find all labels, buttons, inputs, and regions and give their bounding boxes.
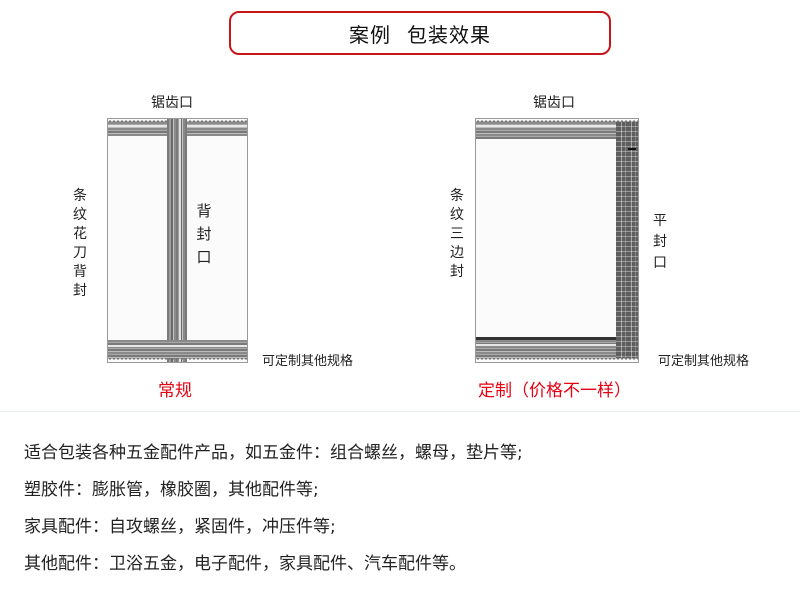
serrated-edge-bottom xyxy=(108,358,247,362)
bottom-seal-band xyxy=(476,340,616,358)
description-line: 其他配件：卫浴五金，电子配件，家具配件、汽车配件等。 xyxy=(24,554,466,574)
description-block: 适合包装各种五金配件产品，如五金件：组合螺丝，螺母，垫片等; 塑胶件：膨胀管，橡… xyxy=(24,435,523,583)
standard-top-label: 锯齿口 xyxy=(151,95,193,111)
custom-right-label: 平封口 xyxy=(653,213,667,271)
serrated-edge-bottom xyxy=(476,358,638,362)
inner-bottom-line xyxy=(476,337,616,340)
section-title: 案例 包装效果 xyxy=(229,11,611,55)
title-case: 案例 xyxy=(349,22,391,47)
standard-bag xyxy=(107,118,248,363)
custom-bag xyxy=(475,118,639,363)
standard-side-note: 可定制其他规格 xyxy=(262,354,354,369)
title-packaging-effect: 包装效果 xyxy=(407,22,491,47)
standard-caption: 常规 xyxy=(158,381,192,401)
back-seal-band xyxy=(167,119,187,362)
custom-left-label: 条纹三边封 xyxy=(450,188,464,280)
seal-mark xyxy=(628,148,636,150)
description-line: 适合包装各种五金配件产品，如五金件：组合螺丝，螺母，垫片等; xyxy=(24,443,523,463)
custom-caption: 定制（价格不一样） xyxy=(478,381,631,401)
custom-side-note: 可定制其他规格 xyxy=(658,354,750,369)
standard-center-label: 背封口 xyxy=(196,202,212,266)
section-divider xyxy=(0,411,800,412)
description-line: 家具配件：自攻螺丝，紧固件，冲压件等; xyxy=(24,517,336,537)
description-line: 塑胶件：膨胀管，橡胶圈，其他配件等; xyxy=(24,480,319,500)
serrated-edge-top xyxy=(476,118,638,122)
flat-seal-grid xyxy=(616,122,638,358)
bottom-seal-band xyxy=(108,340,247,358)
custom-top-label: 锯齿口 xyxy=(533,95,575,111)
standard-left-label: 条纹花刀背封 xyxy=(73,188,87,299)
top-seal-band xyxy=(476,122,616,139)
